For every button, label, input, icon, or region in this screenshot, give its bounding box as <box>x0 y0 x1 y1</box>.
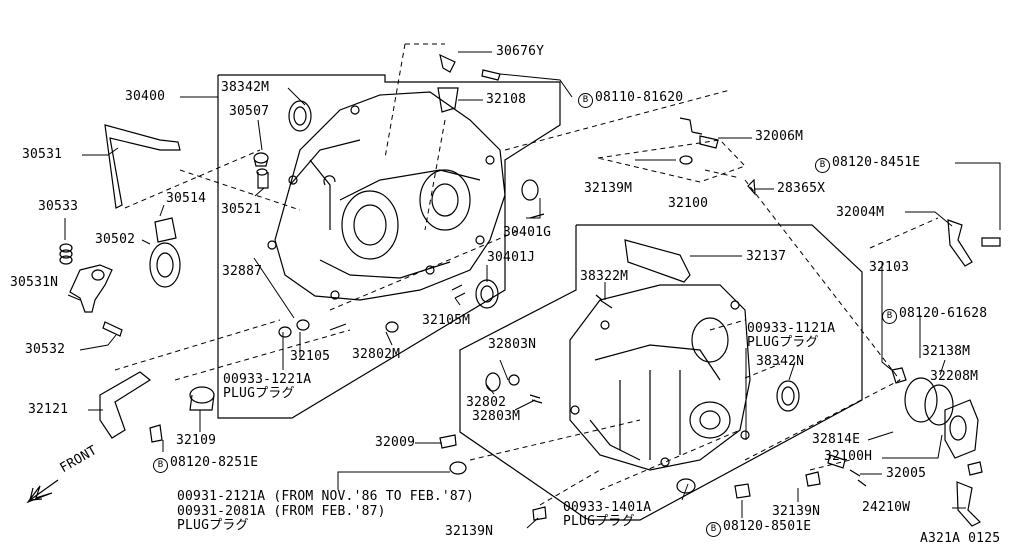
bolt-marker-icon: B <box>882 309 897 324</box>
part-label-32100h: 32100H <box>824 449 873 464</box>
part-label-30676y: 30676Y <box>496 44 545 59</box>
part-label-28365x: 28365X <box>777 181 826 196</box>
part-label-38342m: 38342M <box>221 80 270 95</box>
right-side-parts <box>439 117 1001 527</box>
part-label-30502: 30502 <box>95 232 136 247</box>
part-label-00931-2121a: 00931-2121A (FROM NOV.'86 TO FEB.'87) <box>177 489 474 504</box>
transmission-case <box>485 239 800 494</box>
part-label-32108: 32108 <box>486 92 527 107</box>
bolt-marker-icon: B <box>706 522 721 537</box>
left-small-parts <box>253 53 545 338</box>
part-label-32121: 32121 <box>28 402 69 417</box>
part-label-32139n-b: 32139N <box>772 504 821 519</box>
part-label-32137: 32137 <box>746 249 787 264</box>
plug-label-d: PLUGプラグ <box>563 514 635 529</box>
part-label-30400: 30400 <box>125 89 166 104</box>
bolt-marker-icon: B <box>815 158 830 173</box>
plug-label-b: PLUGプラグ <box>223 386 295 401</box>
part-label-32139n: 32139N <box>445 524 494 539</box>
transmission-case-frame <box>459 224 863 521</box>
part-label-00933-1401a: 00933-1401A <box>563 500 652 515</box>
part-label-00933-1221a: 00933-1221A <box>223 372 312 387</box>
part-label-32887: 32887 <box>222 264 263 279</box>
part-label-30521: 30521 <box>221 202 262 217</box>
part-label-32803n: 32803N <box>488 337 537 352</box>
diagram-code: A321A 0125 <box>920 531 1001 546</box>
front-arrow-icon <box>26 479 59 504</box>
part-label-32814e: 32814E <box>812 432 861 447</box>
clutch-housing-frame <box>217 74 561 419</box>
part-label-00931-2081a: 00931-2081A (FROM FEB.'87) <box>177 504 386 519</box>
plug-label-a: PLUGプラグ <box>747 335 819 350</box>
part-label-32105: 32105 <box>290 349 331 364</box>
part-label-32208m: 32208M <box>930 369 979 384</box>
part-label-32109: 32109 <box>176 433 217 448</box>
part-label-30401j: 30401J <box>487 250 536 265</box>
bolt-marker-icon: B <box>578 93 593 108</box>
bolt-marker-icon: B <box>153 458 168 473</box>
part-label-32802: 32802 <box>466 395 507 410</box>
part-label-32803m: 32803M <box>472 409 521 424</box>
part-label-24210w: 24210W <box>862 500 911 515</box>
part-label-32103: 32103 <box>869 260 910 275</box>
part-label-32802m: 32802M <box>352 347 401 362</box>
part-label-32005: 32005 <box>886 466 927 481</box>
part-label-32105m: 32105M <box>422 313 471 328</box>
part-label-30531: 30531 <box>22 147 63 162</box>
part-label-30401g: 30401G <box>503 225 552 240</box>
shift-fork-parts <box>59 124 215 443</box>
part-label-30533: 30533 <box>38 199 79 214</box>
part-label-32100: 32100 <box>668 196 709 211</box>
part-label-38342n: 38342N <box>756 354 805 369</box>
leader-lines <box>64 51 1001 529</box>
part-label-30532: 30532 <box>25 342 66 357</box>
plug-label-c: PLUGプラグ <box>177 518 249 533</box>
part-label-30514: 30514 <box>166 191 207 206</box>
part-label-32004m: 32004M <box>836 205 885 220</box>
part-label-30507: 30507 <box>229 104 270 119</box>
part-label-00933-1121a: 00933-1121A <box>747 321 836 336</box>
clutch-housing <box>267 91 506 301</box>
part-label-32138m: 32138M <box>922 344 971 359</box>
part-label-32006m: 32006M <box>755 129 804 144</box>
part-label-30531n: 30531N <box>10 275 59 290</box>
part-label-32009: 32009 <box>375 435 416 450</box>
part-label-32139m: 32139M <box>584 181 633 196</box>
part-label-38322m: 38322M <box>580 269 629 284</box>
